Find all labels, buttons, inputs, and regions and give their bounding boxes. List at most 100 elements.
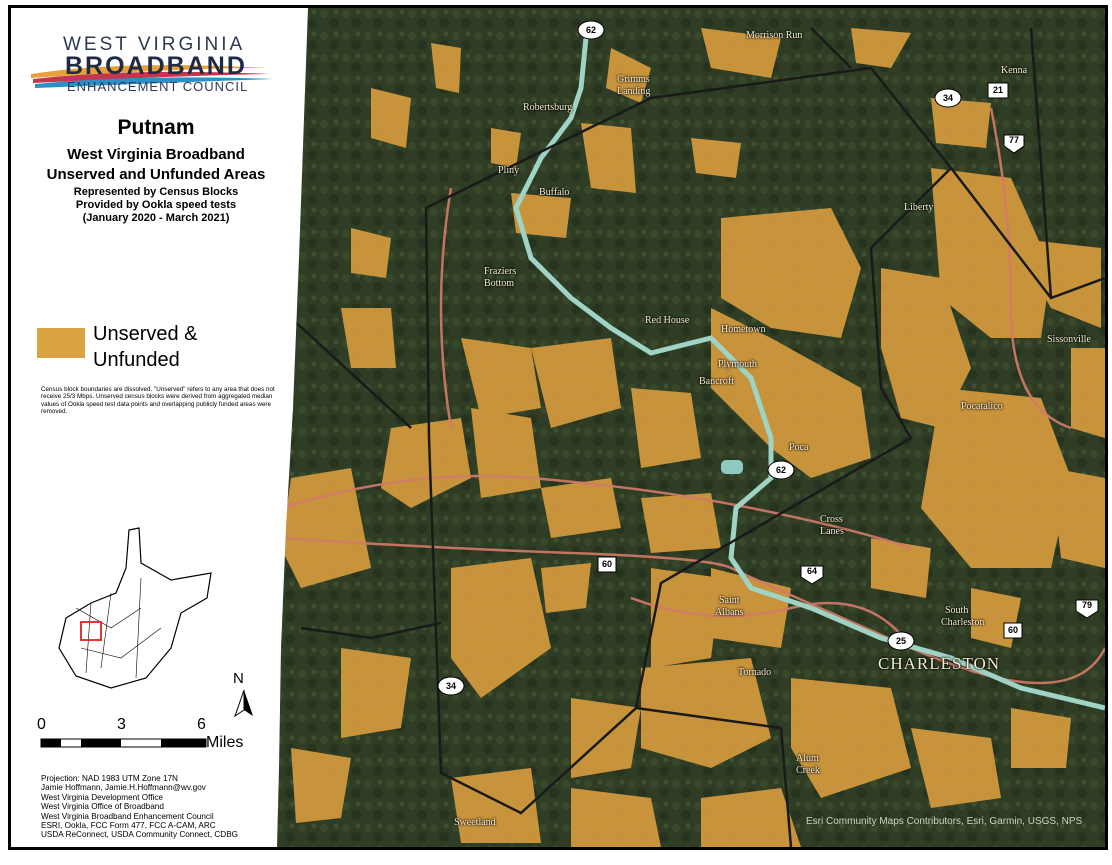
unserved-area xyxy=(431,43,461,93)
unserved-area xyxy=(641,658,771,768)
place-morrison-run: Morrison Run xyxy=(746,30,803,41)
place-robertsburg: Robertsburg xyxy=(523,102,573,113)
unserved-area xyxy=(381,418,471,508)
unserved-area xyxy=(691,138,741,178)
place-lanes: Lanes xyxy=(820,526,844,537)
route-shield xyxy=(934,88,962,108)
unserved-area xyxy=(451,558,551,698)
legend-label-line: Unfunded xyxy=(93,349,180,371)
unserved-area xyxy=(1071,348,1105,438)
logo-text-main: BROADBAND xyxy=(65,52,247,80)
unserved-area xyxy=(711,308,871,478)
credit-line: West Virginia Office of Broadband xyxy=(41,802,164,812)
unserved-areas xyxy=(281,28,1105,847)
county-boundary xyxy=(290,317,412,429)
unserved-area xyxy=(711,568,791,648)
unserved-area xyxy=(371,88,411,148)
unserved-area xyxy=(921,388,1071,568)
place-charleston: CHARLESTON xyxy=(878,654,1001,673)
credit-line: Jamie Hoffmann, Jamie.H.Hoffmann@wv.gov xyxy=(41,783,206,793)
unserved-area xyxy=(651,568,721,668)
unserved-area xyxy=(571,698,641,778)
place-poca: Poca xyxy=(789,442,809,453)
unserved-area xyxy=(1011,238,1101,328)
county-boundary xyxy=(300,621,442,640)
unserved-area xyxy=(291,748,351,823)
county-boundary xyxy=(635,706,793,847)
logo-text-bottom: ENHANCEMENT COUNCIL xyxy=(67,79,249,94)
route-shield xyxy=(887,631,915,651)
unserved-area xyxy=(531,338,621,428)
place-red-house: Red House xyxy=(645,315,690,326)
route-label: 60 xyxy=(1007,625,1018,635)
unserved-area xyxy=(341,308,396,368)
place-albans: Albans xyxy=(715,607,744,618)
road xyxy=(439,187,453,429)
place-cross: Cross xyxy=(820,514,843,525)
scale-tick-3: 3 xyxy=(117,716,126,733)
credit-line: West Virginia Development Office xyxy=(41,792,163,802)
unserved-area xyxy=(791,678,911,798)
map-title: Putnam xyxy=(117,116,195,139)
place-plymouth: Plymouth xyxy=(718,359,757,370)
route-shields xyxy=(437,20,1099,696)
subtitle-line: Unserved and Unfunded Areas xyxy=(46,166,266,183)
unserved-area xyxy=(1051,468,1105,568)
route-shield xyxy=(1003,622,1023,639)
map-frame: Morrison Run Grimms Landing Robertsburg … xyxy=(8,5,1108,850)
unserved-area xyxy=(341,648,411,738)
map-description: Represented by Census Blocks Provided by… xyxy=(11,186,301,225)
unserved-area xyxy=(851,28,911,68)
route-shield xyxy=(987,82,1009,99)
unserved-area xyxy=(351,228,391,278)
county-boundary xyxy=(810,27,852,69)
route-label: 62 xyxy=(775,465,786,475)
route-shield xyxy=(1075,599,1099,619)
logo-text-top: WEST VIRGINIA xyxy=(63,34,246,55)
county-boundary xyxy=(424,66,953,815)
place-tornado: Tornado xyxy=(738,667,772,678)
unserved-area xyxy=(541,478,621,538)
unserved-area xyxy=(931,168,1051,338)
unserved-area xyxy=(721,208,861,338)
unserved-area xyxy=(541,563,591,613)
logo-swoosh xyxy=(35,77,273,88)
place-buffalo: Buffalo xyxy=(539,187,570,198)
place-saint: Saint xyxy=(719,595,740,606)
place-pocatalico: Pocatalico xyxy=(961,401,1003,412)
unserved-area xyxy=(631,388,701,468)
route-label: 79 xyxy=(1081,600,1092,610)
unserved-area xyxy=(281,468,371,588)
methodology-note: Census block boundaries are dissolved. "… xyxy=(41,386,275,416)
unserved-area xyxy=(1011,708,1071,768)
map-subtitle: West Virginia Broadband Unserved and Unf… xyxy=(11,145,301,185)
legend-panel: WEST VIRGINIA BROADBAND ENHANCEMENT COUN… xyxy=(11,8,311,847)
route-label: 34 xyxy=(445,681,456,691)
place-kenna: Kenna xyxy=(1001,65,1028,76)
place-charleston-south: Charleston xyxy=(941,617,985,628)
north-arrow xyxy=(234,689,253,718)
route-label: 21 xyxy=(992,85,1003,95)
unserved-area xyxy=(931,98,991,148)
place-bancroft: Bancroft xyxy=(699,376,734,387)
unserved-area xyxy=(871,538,931,598)
scale-unit: Miles xyxy=(206,734,244,751)
place-creek: Creek xyxy=(796,765,820,776)
route-label: 62 xyxy=(585,25,596,35)
route-shield xyxy=(437,676,465,696)
unserved-area xyxy=(911,728,1001,808)
legend-label: Unserved & Unfunded xyxy=(93,321,198,373)
unserved-area xyxy=(461,338,541,418)
unserved-area xyxy=(491,128,521,168)
place-bottom: Bottom xyxy=(484,278,515,289)
unserved-area xyxy=(606,48,651,103)
place-alum: Alum xyxy=(796,753,819,764)
route-shield xyxy=(577,20,605,40)
road xyxy=(630,596,913,649)
road xyxy=(280,474,912,550)
legend-label-line: Unserved & xyxy=(93,323,198,345)
credit-line: West Virginia Broadband Enhancement Coun… xyxy=(41,811,214,821)
description-line: Represented by Census Blocks xyxy=(73,186,239,198)
unserved-area xyxy=(641,493,721,553)
scale-bar xyxy=(40,738,207,748)
